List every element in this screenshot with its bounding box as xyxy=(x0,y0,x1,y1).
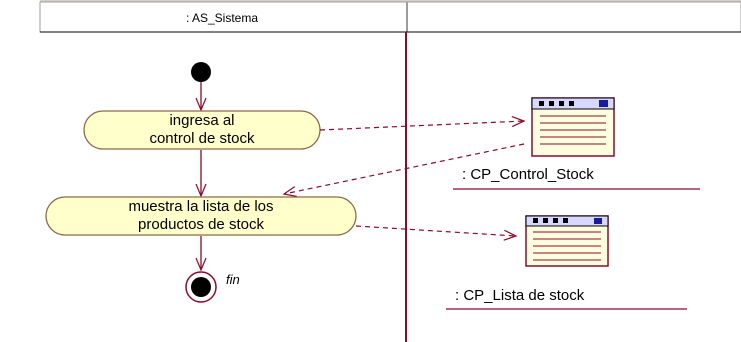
final-node[interactable] xyxy=(185,271,217,303)
swimlane-title: : AS_Sistema xyxy=(185,11,259,25)
form-window-icon[interactable] xyxy=(525,215,609,267)
activity-ingresa-label: ingresa al control de stock xyxy=(84,112,320,148)
initial-node[interactable] xyxy=(191,62,211,82)
object-lista-stock-label[interactable]: : CP_Lista de stock xyxy=(455,287,585,304)
activity-muestra-line1: muestra la lista de los xyxy=(128,198,274,215)
activity-muestra-line2: productos de stock xyxy=(138,216,264,233)
activity-ingresa-line2: control de stock xyxy=(149,130,255,147)
object-flow-to-lista-stock xyxy=(355,225,516,236)
object-flow-from-control-stock xyxy=(284,143,525,194)
activity-muestra[interactable] xyxy=(45,196,357,236)
final-node-label: fin xyxy=(226,272,240,287)
activity-muestra-label: muestra la lista de los productos de sto… xyxy=(46,198,356,234)
object-control-stock-label[interactable]: : CP_Control_Stock xyxy=(462,166,594,183)
swimlane-header xyxy=(39,0,741,33)
object-flow-to-control-stock xyxy=(319,121,524,131)
form-window-icon[interactable] xyxy=(531,97,615,157)
activity-ingresa-line1: ingresa al xyxy=(169,112,235,129)
